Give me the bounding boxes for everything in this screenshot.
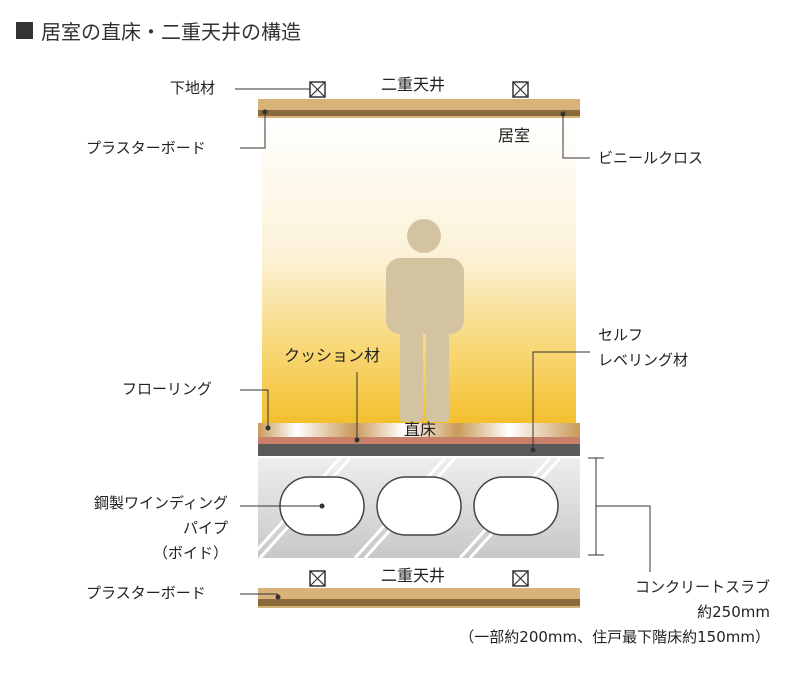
leveling-layer — [258, 444, 580, 456]
cushion-layer — [258, 437, 580, 444]
substrate-box-icon — [309, 570, 326, 587]
label-pipe-3: （ボイド） — [152, 544, 228, 562]
label-flooring: フローリング — [122, 380, 213, 398]
label-plasterboard-top: プラスターボード — [86, 139, 206, 157]
flooring-layer — [258, 423, 580, 437]
label-slab-3: （一部約200mm、住戸最下階床約150mm） — [459, 628, 770, 646]
label-direct-floor: 直床 — [404, 420, 437, 439]
substrate-box-icon — [512, 570, 529, 587]
label-cushion: クッション材 — [284, 346, 381, 365]
substrate-box-icon — [512, 81, 529, 98]
page-title: 居室の直床・二重天井の構造 — [16, 16, 301, 45]
label-vinyl-cloth: ビニールクロス — [598, 149, 704, 167]
person-icon — [386, 219, 464, 422]
substrate-box-icon — [309, 81, 326, 98]
label-pipe-1: 鋼製ワインディング — [94, 494, 228, 512]
label-room: 居室 — [498, 126, 531, 145]
title-square-icon — [16, 22, 33, 39]
label-substrate: 下地材 — [170, 79, 216, 97]
label-self-leveling-1: セルフ — [598, 326, 644, 344]
label-self-leveling-2: レベリング材 — [598, 351, 689, 369]
label-pipe-2: パイプ — [182, 519, 228, 537]
void-pipe — [473, 476, 559, 536]
label-slab-2: 約250mm — [697, 603, 770, 621]
label-ceiling-bottom: 二重天井 — [381, 566, 446, 585]
label-ceiling-top: 二重天井 — [381, 75, 446, 94]
label-slab-1: コンクリートスラブ — [634, 578, 770, 596]
void-pipe — [376, 476, 462, 536]
label-plasterboard-bottom: プラスターボード — [86, 584, 206, 602]
title-text: 居室の直床・二重天井の構造 — [41, 20, 301, 44]
